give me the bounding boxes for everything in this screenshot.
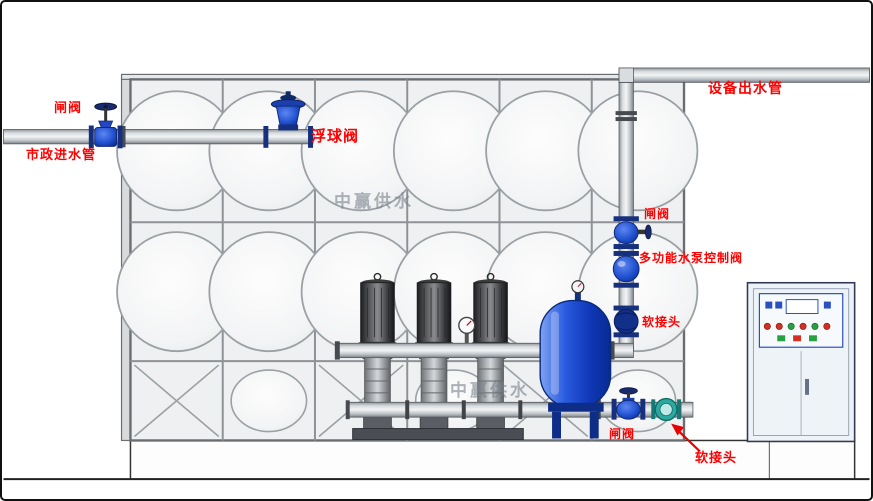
cabinet-display [785, 299, 819, 314]
label-float-valve: 浮球阀 [311, 128, 360, 145]
label-gate-valve-inlet: 闸阀 [54, 100, 83, 115]
cabinet-handle [805, 378, 810, 395]
label-equipment-outlet-pipe: 设备出水管 [708, 80, 783, 96]
pipe-elbow [618, 67, 634, 83]
label-flexible-joint-suction: 软接头 [695, 450, 738, 465]
pump-base-plate [352, 428, 524, 440]
label-gate-valve-outlet: 闸阀 [644, 207, 671, 221]
float-valve-assembly [263, 91, 313, 148]
arrow-flexible-joint [671, 423, 701, 453]
watermark-2: 中赢供水 [450, 381, 530, 400]
tank-panels-row1 [116, 90, 699, 212]
gate-valve-suction-assembly [611, 387, 646, 420]
flexible-joint-outlet-assembly [613, 305, 639, 338]
gate-valve-inlet-assembly [88, 102, 123, 149]
pump-control-valve-assembly [612, 250, 640, 288]
label-flexible-joint-outlet: 软接头 [642, 315, 682, 329]
pressure-tank [539, 280, 612, 439]
pressure-gauge-manifold [458, 316, 476, 344]
control-cabinet [746, 281, 856, 443]
flexible-joint-suction-assembly [651, 397, 694, 422]
cabinet-indicator-lights [763, 322, 831, 330]
watermark-1: 中赢供水 [334, 192, 414, 211]
municipal-inlet-pipe [3, 126, 314, 148]
label-gate-valve-suction: 闸阀 [609, 427, 636, 441]
label-pump-control-valve: 多功能水泵控制阀 [639, 251, 744, 265]
cabinet-buttons [777, 335, 817, 342]
label-municipal-inlet-pipe: 市政进水管 [26, 147, 97, 162]
foundation [3, 439, 870, 481]
gate-valve-outlet-assembly [613, 216, 652, 250]
